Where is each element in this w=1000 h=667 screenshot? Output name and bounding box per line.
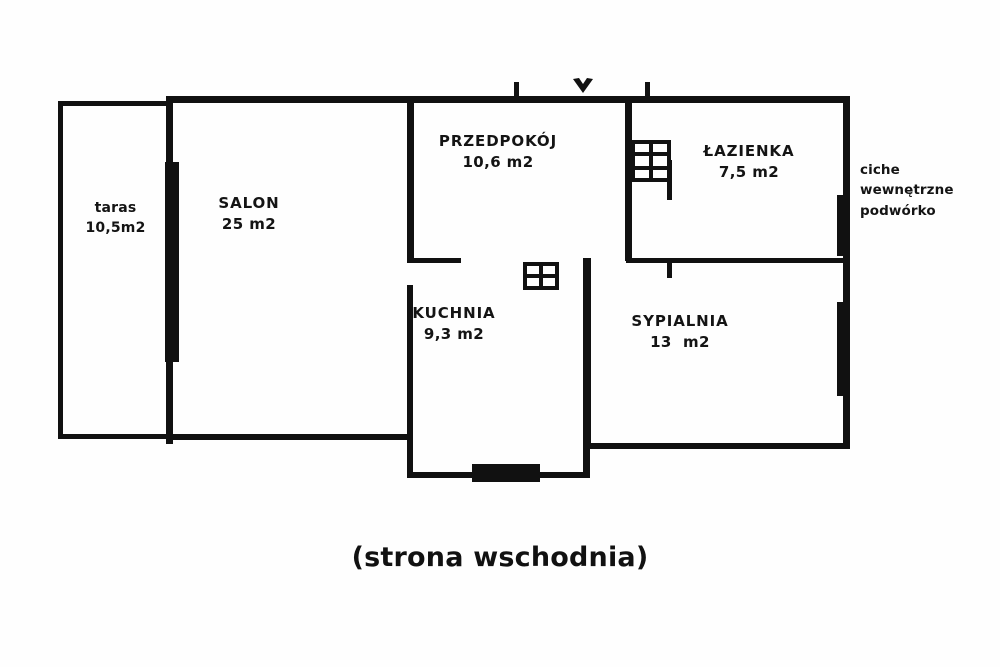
salon-bottom-wall [173, 434, 413, 440]
kitchen-window [472, 464, 540, 482]
bedroom-window [837, 302, 850, 396]
building-right-wall [843, 96, 850, 447]
terrace-top-wall [58, 101, 173, 106]
terrace-bottom-wall [58, 434, 173, 439]
bath-bedroom-divider [626, 258, 850, 263]
entrance-arrow-icon [573, 78, 593, 93]
salon-hall-wall [407, 96, 414, 263]
bathroom-window [837, 195, 850, 256]
terrace-left-wall [58, 101, 63, 439]
hall-top-stub [514, 82, 519, 102]
hall-bath-wall [625, 96, 632, 261]
terrace-door-window [165, 162, 179, 362]
thick-walls-group [166, 96, 850, 478]
kitchen-fixture-grid [523, 262, 559, 290]
bathroom-fixture-grid [631, 140, 671, 182]
icons-group [573, 78, 593, 93]
bedroom-top-stub-left [667, 258, 672, 278]
bath-top-stub [645, 82, 650, 102]
fixture-grids-group [523, 140, 671, 290]
windows-group [165, 162, 850, 482]
kitchen-left-wall [407, 285, 413, 478]
kitchen-bedroom-wall [583, 258, 590, 478]
bedroom-bottom-wall [585, 443, 850, 449]
building-top-wall [173, 96, 845, 103]
hall-kitchen-divider [407, 258, 461, 263]
